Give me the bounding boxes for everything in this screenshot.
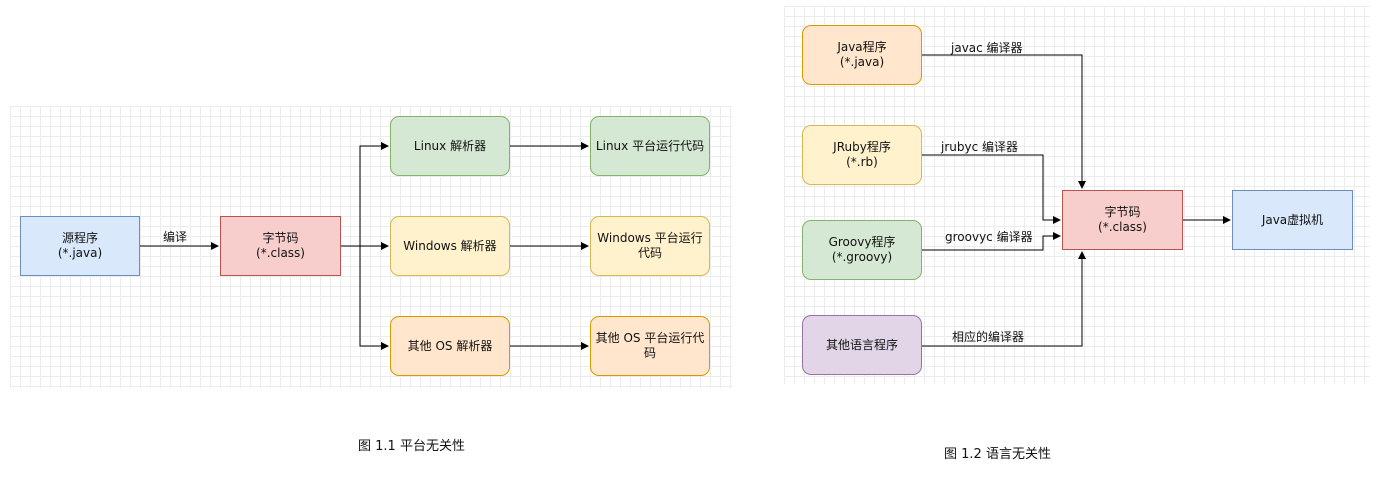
jvm-node: Java虚拟机 [1232, 190, 1353, 250]
windows-interpreter-label: Windows 解析器 [403, 238, 497, 253]
figure2-caption: 图 1.2 语言无关性 [944, 447, 1051, 462]
edge-bytecode-to-linux [341, 142, 389, 247]
groovy-program-name: Groovy程序 [828, 235, 896, 249]
source-program-node: 源程序 (*.java) [20, 216, 140, 276]
bytecode-ext: (*.class) [256, 246, 305, 260]
linux-interpreter-node: Linux 解析器 [390, 116, 510, 176]
other-lang-program-name: 其他语言程序 [825, 337, 898, 352]
java-program-name: Java程序 [837, 40, 887, 54]
linux-run-label: Linux 平台运行代码 [595, 138, 705, 153]
jrubyc-edge-label: jrubyc 编译器 [941, 140, 1019, 154]
javac-edge-label: javac 编译器 [951, 41, 1023, 55]
source-program-ext: (*.java) [57, 246, 103, 260]
java-program-ext: (*.java) [839, 55, 885, 69]
jruby-program-name: JRuby程序 [833, 140, 891, 154]
other-os-interpreter-label: 其他 OS 解析器 [407, 338, 493, 353]
compile-edge-label: 编译 [163, 230, 188, 244]
java-program-node: Java程序 (*.java) [802, 25, 922, 85]
groovy-program-node: Groovy程序 (*.groovy) [802, 220, 922, 280]
edge-other-lang-to-bytecode [922, 251, 1086, 347]
jruby-program-ext: (*.rb) [846, 155, 878, 169]
windows-run-node: Windows 平台运行代码 [590, 216, 710, 276]
bytecode-2-ext: (*.class) [1098, 220, 1147, 234]
jvm-label: Java虚拟机 [1261, 212, 1324, 227]
bytecode-node: 字节码 (*.class) [220, 216, 341, 276]
bytecode-name: 字节码 [262, 231, 299, 245]
other-lang-program-node: 其他语言程序 [802, 315, 922, 375]
groovyc-edge-label: groovyc 编译器 [945, 230, 1033, 244]
groovy-program-ext: (*.groovy) [831, 250, 893, 264]
linux-interpreter-label: Linux 解析器 [413, 138, 487, 153]
other-compiler-edge-label: 相应的编译器 [952, 330, 1025, 344]
other-os-run-node: 其他 OS 平台运行代码 [590, 316, 710, 376]
windows-run-label: Windows 平台运行代码 [597, 231, 703, 260]
bytecode-2-name: 字节码 [1104, 205, 1141, 219]
edge-java-to-bytecode [922, 54, 1086, 189]
bytecode-node-2: 字节码 (*.class) [1062, 190, 1183, 250]
edge-jruby-to-bytecode [922, 154, 1061, 224]
edge-groovy-to-bytecode [922, 232, 1061, 251]
other-os-interpreter-node: 其他 OS 解析器 [390, 316, 510, 376]
windows-interpreter-node: Windows 解析器 [390, 216, 510, 276]
linux-run-node: Linux 平台运行代码 [590, 116, 710, 176]
other-os-run-label: 其他 OS 平台运行代码 [595, 331, 705, 360]
jruby-program-node: JRuby程序 (*.rb) [802, 125, 922, 185]
source-program-name: 源程序 [61, 231, 98, 245]
edge-bytecode-to-other [341, 245, 389, 350]
figure1-caption: 图 1.1 平台无关性 [358, 439, 465, 454]
